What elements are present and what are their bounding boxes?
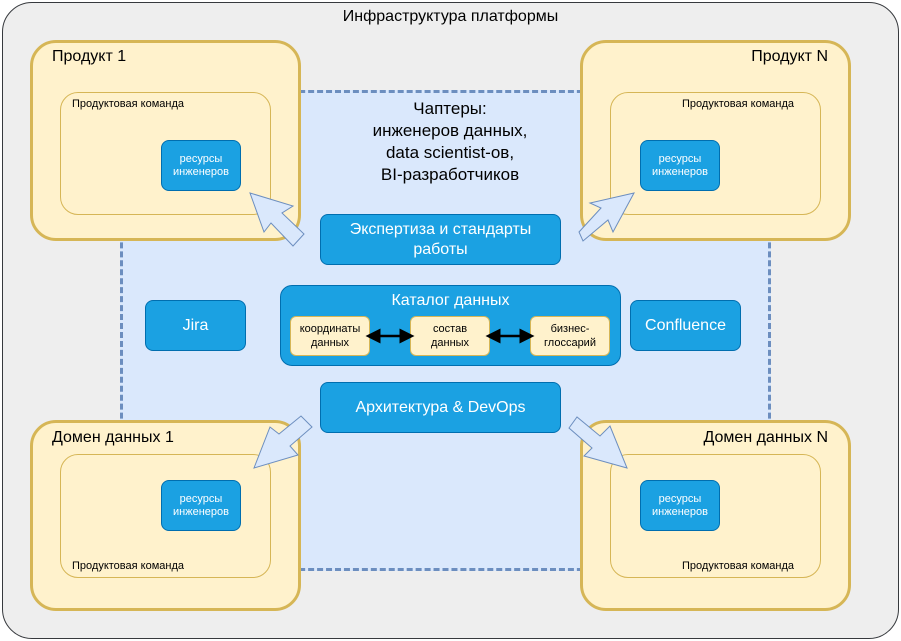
block-arrow-to-domain-1-icon [253,415,313,469]
res-line1: ресурсы [658,152,702,165]
unit-title: Домен данных N [703,429,829,446]
item-line2: глоссарий [544,337,596,349]
block-arrow-to-domain-n-icon [568,416,628,469]
architecture-devops-box[interactable]: Архитектура & DevOps [320,382,561,433]
jira-box[interactable]: Jira [145,300,246,351]
team-label: Продуктовая команда [682,560,794,572]
unit-title: Продукт 1 [52,48,127,65]
team-label: Продуктовая команда [72,98,184,110]
res-line2: инженеров [652,505,708,518]
res-line1: ресурсы [179,492,223,505]
chapters-line: инженеров данных, [372,121,528,140]
confluence-label: Confluence [645,316,726,334]
team-label: Продуктовая команда [682,98,794,110]
chapters-description: Чаптеры: инженеров данных, data scientis… [320,98,580,186]
platform-infrastructure-title: Инфраструктура платформы [342,8,559,25]
item-line1: состав [432,323,468,335]
jira-label: Jira [182,316,209,334]
expertise-standards-box[interactable]: Экспертиза и стандарты работы [320,214,561,265]
unit-title: Продукт N [751,48,828,65]
item-line1: бизнес- [550,323,590,335]
chapters-line: data scientist-ов, [385,143,515,162]
expertise-line2: работы [413,240,468,258]
block-arrow-to-product-n-icon [578,192,635,242]
res-line1: ресурсы [179,152,223,165]
architecture-label: Архитектура & DevOps [355,398,526,416]
item-line1: координаты [299,323,361,335]
confluence-box[interactable]: Confluence [630,300,741,351]
expertise-line1: Экспертиза и стандарты [349,220,532,238]
res-line2: инженеров [652,165,708,178]
res-line1: ресурсы [658,492,702,505]
chapters-line: BI-разработчиков [380,165,520,184]
chapters-line: Чаптеры: [413,99,487,118]
data-catalog-title: Каталог данных [391,292,510,309]
block-arrow-to-product-1-icon [249,192,305,247]
team-label: Продуктовая команда [72,560,184,572]
res-line2: инженеров [173,165,229,178]
catalog-item-data-coordinates[interactable]: координаты данных [290,316,370,356]
res-line2: инженеров [173,505,229,518]
item-line2: данных [430,337,470,349]
unit-title: Домен данных 1 [52,429,174,446]
item-line2: данных [310,337,350,349]
